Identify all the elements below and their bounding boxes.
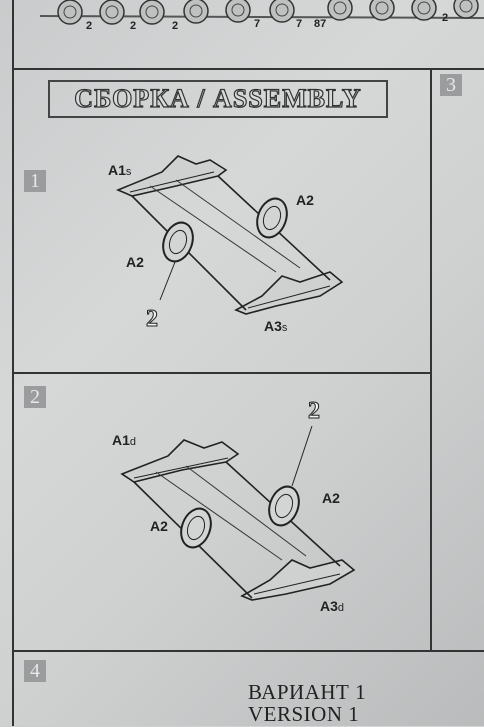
label-a3: A3s bbox=[264, 318, 288, 334]
label-a1: A1s bbox=[108, 162, 132, 178]
step1-bottom-rule bbox=[12, 372, 432, 374]
sprue-number: 7 bbox=[254, 18, 261, 30]
sprue-number: 2 bbox=[86, 20, 93, 32]
step-number-3: 3 bbox=[440, 74, 462, 96]
label-a1: A1d bbox=[112, 432, 137, 448]
sprue-strip: 2 2 2 7 7 87 2 bbox=[0, 0, 484, 34]
column-divider bbox=[430, 70, 432, 650]
sprue-wheels bbox=[39, 0, 484, 25]
step-number-2: 2 bbox=[24, 386, 46, 408]
step-number-4: 4 bbox=[24, 660, 46, 682]
sprue-number: 2 bbox=[130, 20, 137, 32]
label-a2-left: A2 bbox=[150, 518, 168, 534]
step2-bottom-rule bbox=[12, 650, 484, 652]
label-a2-right: A2 bbox=[322, 490, 340, 506]
sprue-number: 2 bbox=[442, 12, 449, 24]
left-border bbox=[12, 0, 14, 726]
label-a3: A3d bbox=[320, 598, 345, 614]
variant-title-en: VERSION 1 bbox=[248, 702, 360, 726]
sprue-number: 87 bbox=[314, 18, 327, 30]
label-a2-right: A2 bbox=[296, 192, 314, 208]
part-number: 2 bbox=[308, 398, 321, 425]
top-rule bbox=[12, 68, 484, 70]
assembly-title-box: СБОРКА / ASSEMBLY bbox=[48, 80, 388, 118]
sprue-number: 7 bbox=[296, 18, 303, 30]
step-number-1: 1 bbox=[24, 170, 46, 192]
label-a2-left: A2 bbox=[126, 254, 144, 270]
variant-title-ru: ВАРИАНТ 1 bbox=[248, 680, 367, 704]
assembly-title: СБОРКА / ASSEMBLY bbox=[74, 83, 362, 113]
part-number: 2 bbox=[146, 306, 159, 333]
sprue-number: 2 bbox=[172, 20, 179, 32]
